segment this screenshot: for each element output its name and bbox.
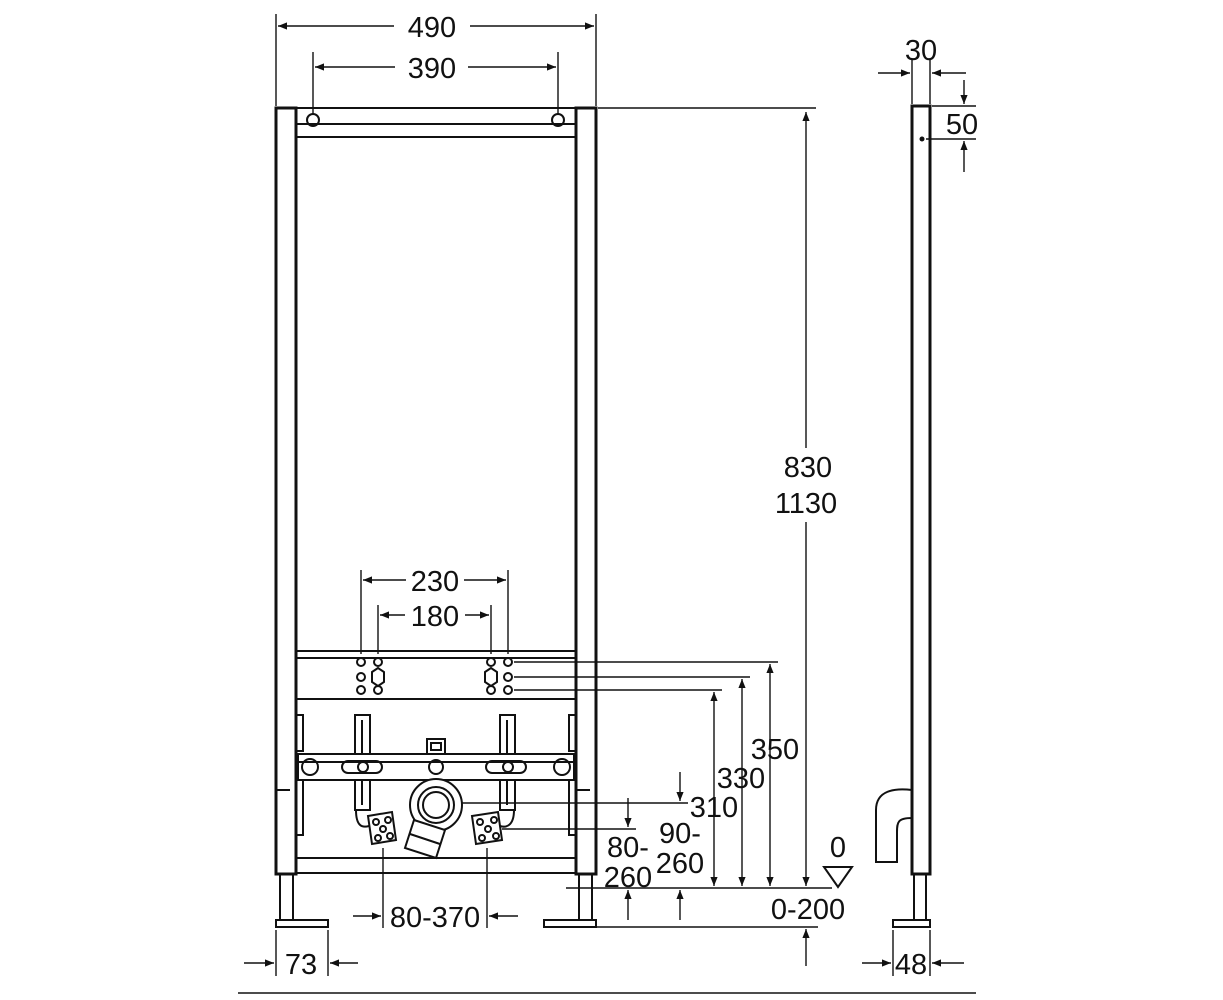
dim-range-80-260-line2: 260 [604,862,652,894]
dim-frame-width: 490 [408,12,456,44]
zero-level-triangle [822,866,854,889]
bracket-hole-right [553,758,571,776]
dim-range-90-260-line2: 260 [656,848,704,880]
drain-pipe-inner [417,786,455,824]
dim-foot-width: 73 [285,949,317,981]
zero-level-label: 0 [830,832,846,864]
hose-right [499,809,515,828]
side-clamp-right-upper [568,714,577,752]
bracket-slot-left [341,760,383,774]
right-foot-plate [543,919,597,928]
side-post [910,104,932,876]
right-post [574,106,598,876]
left-foot-leg [279,873,294,921]
drain-elbow-band [409,833,441,845]
inlet-holes [356,657,513,695]
dim-height-tall: 1130 [775,488,837,520]
dimensions: 490 390 830 1130 230 180 350 [244,12,978,981]
dim-range-80-260-line1: 80- [607,832,649,864]
bracket-bolt-right [502,761,514,773]
bracket-bolt-left [357,761,369,773]
side-foot-leg [913,873,927,921]
right-foot-leg [578,873,593,921]
side-foot-plate [892,919,931,928]
drain-pipe-core [422,791,450,819]
dim-depth: 30 [905,35,937,67]
bracket-hole-left [301,758,319,776]
front-view [274,106,598,928]
dim-inlet-outer: 230 [411,566,459,598]
side-clamp-left-upper [295,714,304,752]
left-foot-plate [275,919,329,928]
dim-inlet-inner: 180 [411,601,459,633]
side-hanger-point [919,136,925,142]
left-post [274,106,298,876]
side-drain-elbow [875,788,913,863]
dim-foot-adjust: 0-200 [771,894,845,926]
center-bolt [428,759,444,775]
side-view [875,104,932,928]
mounting-plate [295,650,577,700]
hose-left [355,809,370,828]
dim-height-short: 830 [784,452,832,484]
top-clamp [426,738,446,755]
bracket-slot-right [485,760,527,774]
bracket-bar [297,753,575,781]
dim-hanger-spacing: 390 [408,53,456,85]
dim-height-330: 330 [717,763,765,795]
dim-drain-spacing: 80-370 [390,902,480,934]
dim-height-310: 310 [690,792,738,824]
top-crossbar [295,107,577,125]
dim-top-offset: 50 [946,109,978,141]
dim-range-90-260-line1: 90- [659,818,701,850]
dim-height-350: 350 [751,734,799,766]
top-clamp-inner [430,742,442,751]
dim-foot-depth: 48 [895,949,927,981]
